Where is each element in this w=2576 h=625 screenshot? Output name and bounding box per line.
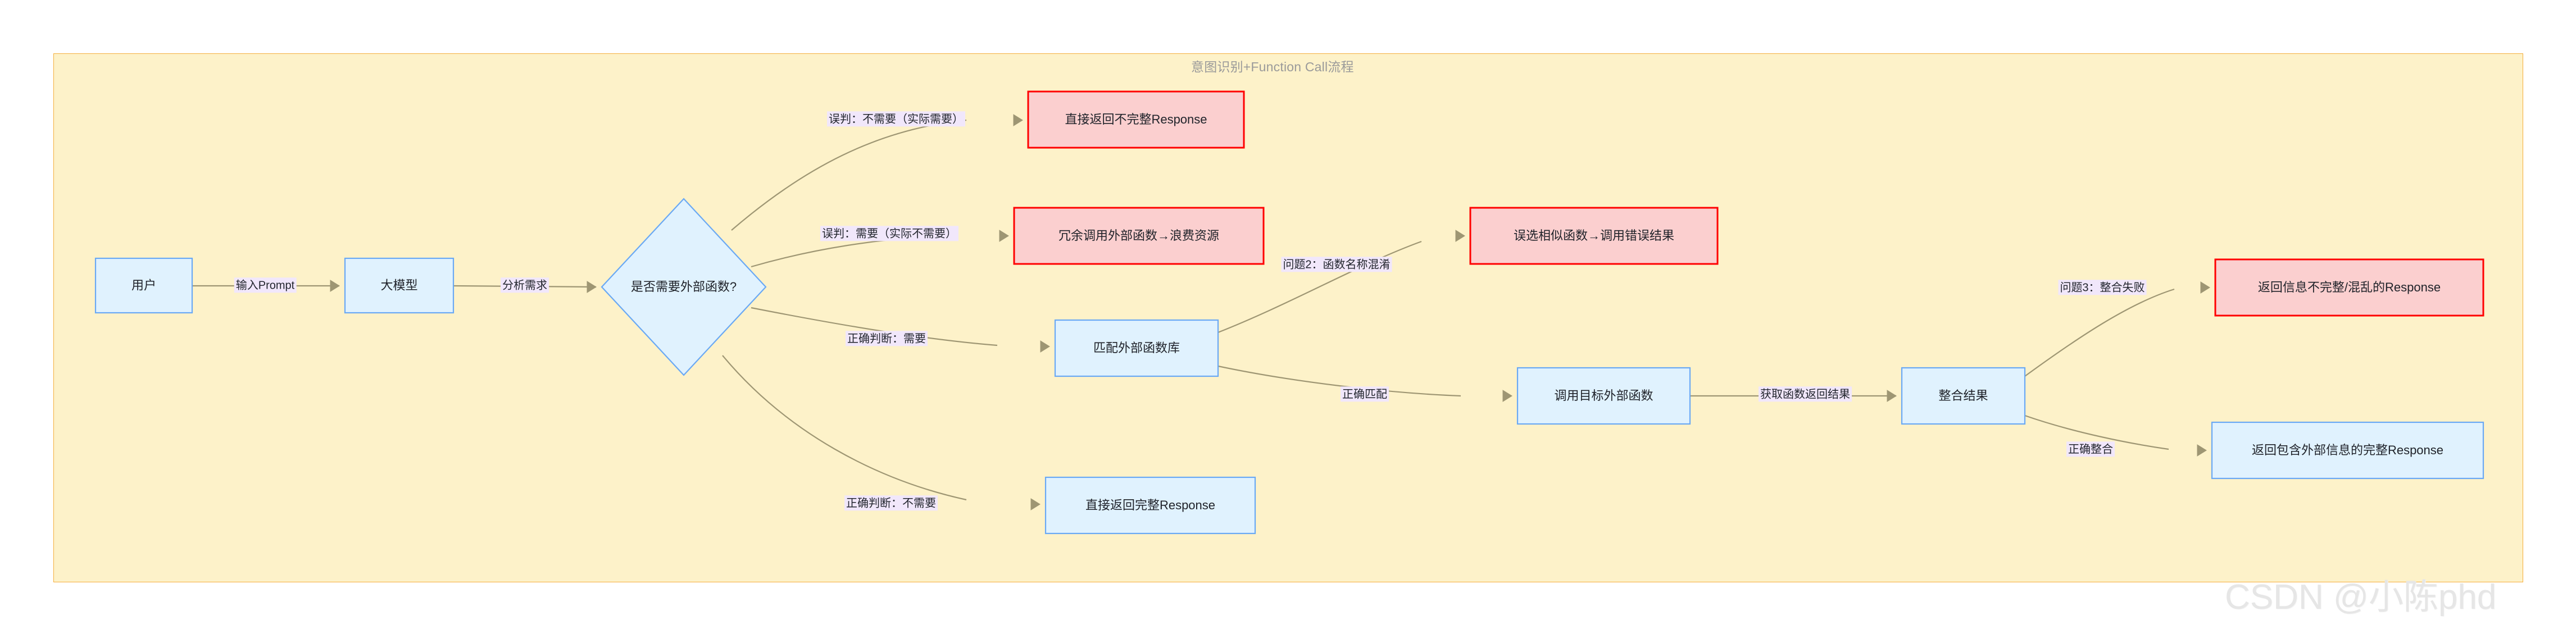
edge-label-text: 获取函数返回结果	[1760, 387, 1850, 400]
edge-merge-to-full-ext-resp	[2024, 414, 2207, 457]
edge-labels-layer: 输入Prompt 分析需求 误判：不需要（实际需要） 误判：需要（实际不需要） 正确判断…	[234, 111, 2147, 511]
edge-label-decision-to-incomplete-resp: 误判：不需要（实际需要）	[827, 111, 965, 127]
edge-label-bg	[820, 226, 958, 241]
arrowhead-icon	[1013, 114, 1023, 126]
node-user[interactable]: 用户	[94, 257, 193, 314]
arrowhead-icon	[1040, 340, 1050, 353]
edge-match-lib-to-call-func	[1217, 365, 1512, 402]
edge-label-bg	[501, 277, 549, 293]
edge-label-bg	[234, 277, 297, 293]
edge-label-text: 误判：不需要（实际需要）	[829, 112, 964, 125]
node-label: 直接返回完整Response	[1085, 498, 1215, 512]
watermark: CSDN @小陈phd	[2225, 578, 2497, 617]
node-call-func[interactable]: 调用目标外部函数	[1516, 367, 1691, 425]
arrowhead-icon	[1502, 390, 1512, 402]
edge-label-decision-to-match-lib: 正确判断：需要	[846, 331, 928, 346]
node-box[interactable]	[344, 257, 455, 314]
edge-label-text: 输入Prompt	[236, 279, 295, 291]
node-incomplete-resp[interactable]: 直接返回不完整Response	[1027, 90, 1245, 149]
arrowhead-icon	[1455, 230, 1465, 242]
edge-label-decision-to-redundant-call: 误判：需要（实际不需要）	[820, 226, 958, 241]
node-box[interactable]	[1013, 207, 1265, 265]
edge-label-bg	[1759, 386, 1852, 402]
node-box[interactable]	[2211, 421, 2484, 480]
node-label: 是否需要外部函数?	[631, 280, 737, 294]
edge-label-bg	[844, 495, 938, 511]
decision-diamond[interactable]	[601, 198, 767, 376]
arrowhead-icon	[587, 281, 597, 293]
node-label: 返回信息不完整/混乱的Response	[2258, 280, 2441, 294]
edge-match-lib-to-wrong-func	[1217, 230, 1465, 334]
edge-label-bg	[1281, 257, 1392, 272]
node-box[interactable]	[1054, 319, 1219, 377]
node-complete-resp[interactable]: 直接返回完整Response	[1044, 476, 1256, 535]
edge-label-match-lib-to-wrong-func: 问题2：函数名称混淆	[1281, 257, 1392, 272]
node-label: 冗余调用外部函数→浪费资源	[1058, 229, 1219, 243]
edge-label-merge-to-broken-resp: 问题3：整合失败	[2058, 280, 2147, 295]
node-broken-resp[interactable]: 返回信息不完整/混乱的Response	[2214, 258, 2484, 317]
edge-merge-to-broken-resp	[2024, 281, 2210, 377]
node-label: 返回包含外部信息的完整Response	[2252, 443, 2443, 457]
edge-label-llm-to-decision: 分析需求	[501, 277, 549, 293]
edge-label-text: 正确判断：需要	[847, 332, 926, 345]
edge-label-text: 正确匹配	[1342, 387, 1387, 400]
diagram-title: 意图识别+Function Call流程	[1191, 60, 1354, 74]
node-label: 整合结果	[1938, 389, 1988, 403]
node-box[interactable]	[1469, 207, 1719, 265]
edge-label-text: 问题2：函数名称混淆	[1283, 258, 1390, 271]
edge-label-text: 分析需求	[502, 279, 547, 291]
node-llm[interactable]: 大模型	[344, 257, 455, 314]
arrowhead-icon	[999, 230, 1009, 242]
node-full-ext-resp[interactable]: 返回包含外部信息的完整Response	[2211, 421, 2484, 480]
arrowhead-icon	[1887, 390, 1897, 402]
node-box[interactable]	[2214, 258, 2484, 317]
node-wrong-func[interactable]: 误选相似函数→调用错误结果	[1469, 207, 1719, 265]
edge-label-bg	[846, 331, 928, 346]
edge-label-text: 正确整合	[2068, 442, 2113, 455]
node-box[interactable]	[1027, 90, 1245, 149]
node-label: 大模型	[380, 278, 417, 292]
node-box[interactable]	[1516, 367, 1691, 425]
edges-layer	[192, 114, 2210, 510]
arrowhead-icon	[330, 280, 340, 292]
edge-label-bg	[2058, 280, 2147, 295]
arrowhead-icon	[1030, 498, 1041, 510]
edge-label-decision-to-complete-resp: 正确判断：不需要	[844, 495, 938, 511]
node-match-lib[interactable]: 匹配外部函数库	[1054, 319, 1219, 377]
edge-label-call-func-to-merge: 获取函数返回结果	[1759, 386, 1852, 402]
node-label: 调用目标外部函数	[1554, 389, 1653, 403]
node-label: 匹配外部函数库	[1093, 341, 1180, 355]
edge-decision-to-incomplete-resp	[731, 114, 1023, 231]
edge-label-match-lib-to-call-func: 正确匹配	[1341, 386, 1389, 402]
arrowhead-icon	[2197, 444, 2207, 457]
edge-label-merge-to-full-ext-resp: 正确整合	[2066, 441, 2115, 457]
arrowhead-icon	[2200, 281, 2210, 294]
edge-label-text: 正确判断：不需要	[846, 496, 936, 509]
node-box[interactable]	[94, 257, 193, 314]
node-decision[interactable]: 是否需要外部函数?	[601, 198, 767, 376]
edge-label-bg	[1341, 386, 1389, 402]
node-label: 误选相似函数→调用错误结果	[1514, 229, 1674, 243]
edge-label-text: 问题3：整合失败	[2060, 281, 2145, 294]
edge-label-bg	[827, 111, 965, 127]
node-label: 直接返回不完整Response	[1065, 112, 1207, 126]
node-box[interactable]	[1044, 476, 1256, 535]
node-redundant-call[interactable]: 冗余调用外部函数→浪费资源	[1013, 207, 1265, 265]
node-box[interactable]	[1901, 367, 2026, 425]
edge-label-user-to-llm: 输入Prompt	[234, 277, 297, 293]
nodes-layer: 用户 大模型 是否需要外部函数? 直接返回不完整Response 冗余调用外部函数→浪费…	[94, 90, 2484, 535]
edge-decision-to-complete-resp	[722, 355, 1041, 510]
node-merge[interactable]: 整合结果	[1901, 367, 2026, 425]
node-label: 用户	[131, 278, 156, 292]
edge-label-bg	[2066, 441, 2115, 457]
edge-label-text: 误判：需要（实际不需要）	[822, 227, 957, 240]
